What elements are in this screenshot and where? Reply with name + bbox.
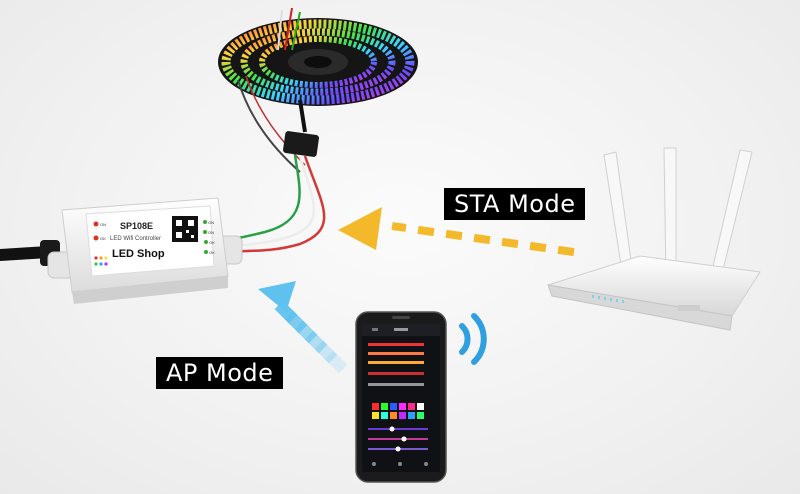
router-icon [547, 147, 761, 331]
left-led-label: ON [100, 222, 106, 227]
controller-subtitle: LED Wifi Controller [110, 236, 161, 242]
smartphone-icon [355, 311, 447, 483]
wifi-controller-icon: SP108E LED Wifi Controller LED Shop ON O… [0, 197, 243, 304]
controller-model: SP108E [120, 221, 153, 231]
sta-mode-label: STA Mode [444, 188, 586, 220]
sta-mode-arrow [338, 207, 575, 257]
ap-mode-arrow [258, 281, 348, 374]
ap-mode-label: AP Mode [156, 357, 284, 389]
right-led-label: ON [208, 230, 214, 235]
led-strip-reel-icon [218, 7, 418, 173]
right-led-label: OK [209, 250, 215, 255]
left-led-label: OK [100, 236, 106, 241]
controller-brand: LED Shop [112, 248, 165, 260]
wifi-signal-icon [459, 313, 487, 365]
right-led-label: ON [208, 220, 214, 225]
right-led-label: OK [209, 240, 215, 245]
